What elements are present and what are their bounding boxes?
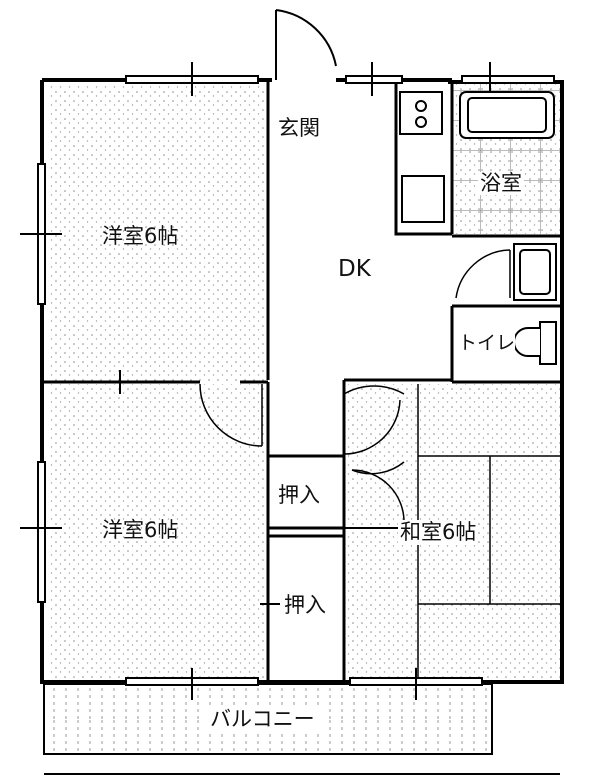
dk-label: DK bbox=[338, 256, 371, 282]
tick-marks bbox=[20, 62, 491, 700]
closet-upper-label: 押入 bbox=[276, 483, 322, 507]
balcony-label: バルコニー bbox=[206, 708, 319, 731]
toilet-fixture bbox=[513, 321, 557, 365]
toilet-label: トイレ bbox=[458, 332, 516, 354]
japanese-room-label: 和室6帖 bbox=[398, 520, 479, 545]
door-swings bbox=[199, 249, 511, 523]
western-room-upper-label: 洋室6帖 bbox=[102, 224, 179, 248]
bath-label: 浴室 bbox=[478, 171, 524, 195]
interior-walls bbox=[42, 80, 562, 682]
kitchen-fixtures bbox=[399, 91, 445, 223]
closet-lower-label: 押入 bbox=[282, 593, 328, 617]
washbasin bbox=[513, 243, 557, 301]
western-room-upper-floor bbox=[48, 84, 268, 382]
western-room-lower-label: 洋室6帖 bbox=[102, 518, 179, 542]
entrance-door bbox=[275, 9, 337, 80]
entrance-label: 玄関 bbox=[276, 116, 322, 141]
western-room-lower-floor bbox=[48, 384, 268, 680]
bathtub bbox=[459, 91, 555, 139]
